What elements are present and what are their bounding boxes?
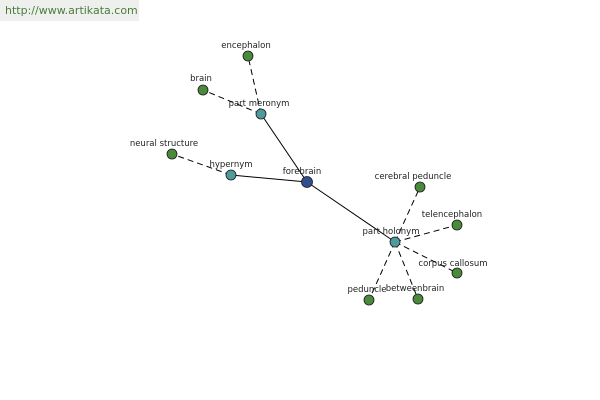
node-label-peduncle[interactable]: peduncle (347, 285, 386, 295)
node-label-neural-structure[interactable]: neural structure (130, 139, 198, 149)
node-label-hypernym[interactable]: hypernym (209, 160, 252, 170)
node-cerebral-peduncle[interactable] (414, 181, 426, 193)
edge-part-holonym-to-peduncle (368, 241, 396, 301)
node-part-holonym[interactable] (389, 236, 401, 248)
node-neural-structure[interactable] (166, 148, 178, 160)
node-label-part-meronym[interactable]: part meronym (229, 99, 290, 109)
edge-part-holonym-to-telencephalon (394, 224, 458, 243)
site-banner: http://www.artikata.com (0, 0, 139, 21)
nodes-layer (166, 50, 463, 306)
node-label-telencephalon[interactable]: telencephalon (422, 210, 482, 220)
edges-layer (171, 55, 458, 301)
node-hypernym[interactable] (225, 169, 237, 181)
edge-part-meronym-to-brain (202, 89, 262, 115)
node-brain[interactable] (197, 84, 209, 96)
edge-hypernym-to-neural-structure (171, 153, 232, 176)
edge-forebrain-to-part-holonym (306, 181, 396, 243)
edge-forebrain-to-part-meronym (260, 113, 308, 183)
node-telencephalon[interactable] (451, 219, 463, 231)
site-url-link[interactable]: http://www.artikata.com (5, 4, 138, 17)
node-label-part-holonym[interactable]: part holonym (363, 227, 420, 237)
labels-layer: forebrain part meronym hypernym part holony… (130, 41, 488, 295)
node-encephalon[interactable] (242, 50, 254, 62)
edge-part-holonym-to-corpus-callosum (394, 241, 458, 274)
node-label-corpus-callosum[interactable]: corpus callosum (418, 259, 487, 269)
node-label-betweenbrain[interactable]: betweenbrain (386, 284, 445, 294)
node-part-meronym[interactable] (255, 108, 267, 120)
node-forebrain[interactable] (301, 176, 313, 188)
node-label-brain[interactable]: brain (190, 74, 212, 84)
node-corpus-callosum[interactable] (451, 267, 463, 279)
node-label-forebrain[interactable]: forebrain (283, 167, 322, 177)
edge-forebrain-to-hypernym (230, 174, 308, 183)
node-label-encephalon[interactable]: encephalon (221, 41, 270, 51)
edge-part-holonym-to-cerebral-peduncle (394, 186, 421, 243)
edge-part-holonym-to-betweenbrain (394, 241, 419, 300)
node-betweenbrain[interactable] (412, 293, 424, 305)
node-peduncle[interactable] (363, 294, 375, 306)
node-label-cerebral-peduncle[interactable]: cerebral peduncle (375, 172, 452, 182)
